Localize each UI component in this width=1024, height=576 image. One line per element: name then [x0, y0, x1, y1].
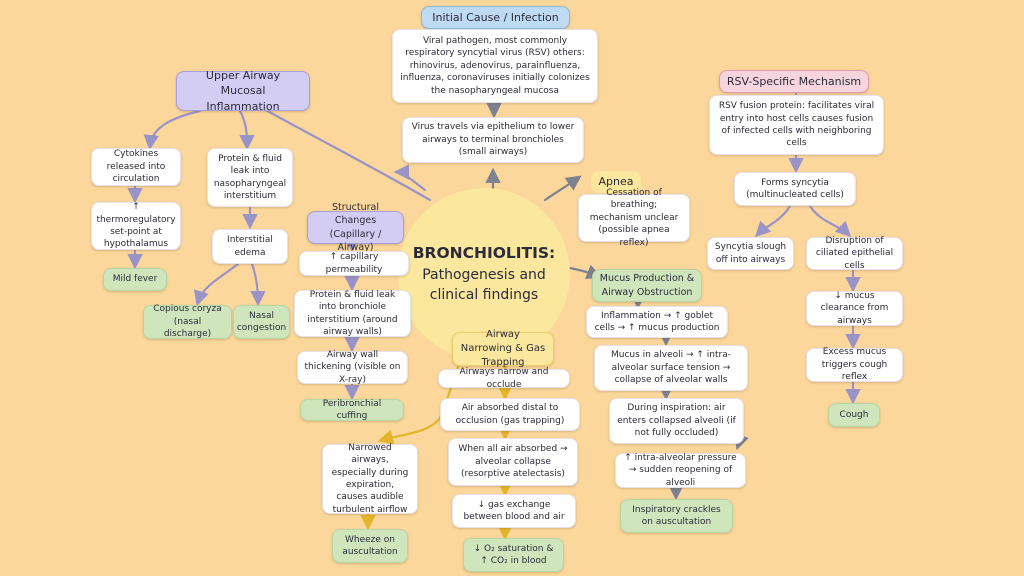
copious-coryza-node: Copious coryza (nasal discharge) [143, 304, 232, 339]
mucus-clearance-node: ↓ mucus clearance from airways [806, 291, 903, 326]
central-topic: BRONCHIOLITIS: Pathogenesis and clinical… [398, 188, 570, 360]
nasopharyngeal-leak-node: Protein & fluid leak into nasopharyngeal… [207, 148, 293, 207]
cough-reflex-node: Excess mucus triggers cough reflex [806, 347, 903, 382]
capillary-permeability-node: ↑ capillary permeability [299, 251, 409, 276]
gas-trapping-node: Air absorbed distal to occlusion (gas tr… [440, 398, 580, 431]
initial-cause-header: Initial Cause / Infection [421, 6, 570, 29]
virus-travels-node: Virus travels via epithelium to lower ai… [402, 117, 584, 163]
inspiration-node: During inspiration: air enters collapsed… [609, 398, 744, 444]
upper-airway-header: Upper Airway Mucosal Inflammation [176, 69, 310, 113]
goblet-cells-node: Inflammation → ↑ goblet cells → ↑ mucus … [586, 306, 728, 338]
surface-tension-node: Mucus in alveoli → ↑ intra-alveolar surf… [594, 345, 748, 391]
mild-fever-node: Mild fever [103, 268, 167, 291]
narrowed-airways-node: Narrowed airways, especially during expi… [322, 443, 418, 515]
inspiratory-crackles-node: Inspiratory crackles on auscultation [620, 499, 733, 533]
ciliated-disruption-node: Disruption of ciliated epithelial cells [806, 236, 903, 271]
interstitial-edema-node: Interstitial edema [212, 229, 288, 264]
airways-occlude-node: Airways narrow and occlude [438, 367, 570, 390]
apnea-description-node: Cessation of breathing; mechanism unclea… [578, 188, 690, 248]
central-title: BRONCHIOLITIS: [412, 244, 556, 263]
rsv-fusion-node: RSV fusion protein: facilitates viral en… [709, 95, 884, 155]
wheeze-node: Wheeze on auscultation [332, 529, 408, 563]
forms-syncytia-node: Forms syncytia (multinucleated cells) [734, 172, 856, 206]
central-subtitle: Pathogenesis and clinical findings [422, 266, 546, 304]
peribronchial-cuffing-node: Peribronchial cuffing [300, 399, 404, 421]
bronchiole-leak-node: Protein & fluid leak into bronchiole int… [294, 290, 411, 337]
syncytia-slough-node: Syncytia slough off into airways [707, 237, 794, 270]
airway-wall-thickening-node: Airway wall thickening (visible on X-ray… [297, 350, 408, 385]
rsv-mechanism-header: RSV-Specific Mechanism [719, 70, 869, 93]
o2-saturation-node: ↓ O₂ saturation & ↑ CO₂ in blood [463, 538, 564, 572]
alveolar-collapse-node: When all air absorbed → alveolar collaps… [448, 438, 578, 486]
structural-changes-header: Structural Changes (Capillary / Airway) [307, 202, 404, 253]
airway-narrowing-header: Airway Narrowing & Gas Trapping [452, 329, 554, 368]
gas-exchange-node: ↓ gas exchange between blood and air [452, 494, 576, 528]
thermoregulatory-node: ↑ thermoregulatory set-point at hypothal… [91, 202, 181, 250]
cytokines-node: Cytokines released into circulation [91, 148, 181, 186]
nasal-congestion-node: Nasal congestion [233, 305, 290, 339]
cough-node: Cough [828, 403, 880, 427]
mucus-production-header: Mucus Production & Airway Obstruction [592, 269, 702, 302]
viral-pathogen-node: Viral pathogen, most commonly respirator… [392, 29, 598, 103]
alveoli-reopening-node: ↑ intra-alveolar pressure → sudden reope… [615, 453, 746, 488]
apnea-header: Apnea [591, 171, 641, 193]
